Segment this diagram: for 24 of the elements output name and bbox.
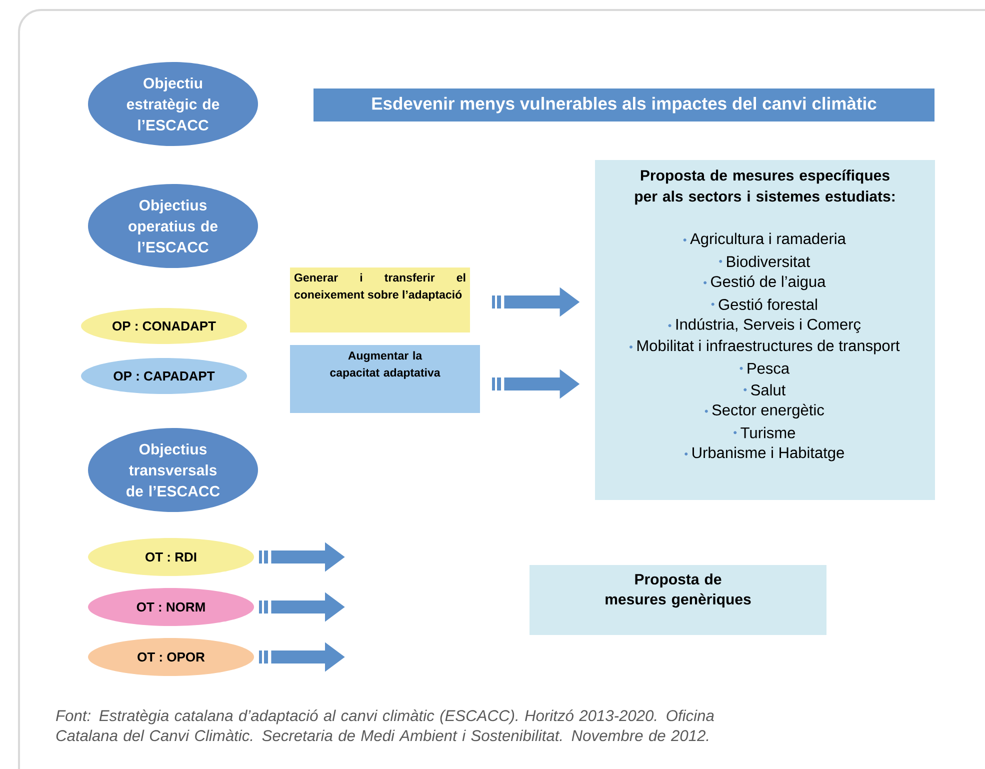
objective-pill: OP : CONADAPT bbox=[81, 308, 247, 344]
list-item: Gestió forestal bbox=[718, 298, 817, 310]
goal-oval: Objectiu estratègic de l’ESCACC bbox=[88, 62, 258, 146]
objective-pill: OT : RDI bbox=[88, 538, 254, 576]
objective-pill: OT : NORM bbox=[88, 588, 254, 626]
action-box: Augmentar la capacitat adaptativa bbox=[290, 345, 480, 413]
objective-pill: OT : OPOR bbox=[88, 638, 254, 676]
objective-pill: OP : CAPADAPT bbox=[81, 358, 247, 394]
measures-box: Proposta de mesures genèriques bbox=[530, 565, 826, 635]
list-item: Pesca bbox=[748, 363, 790, 374]
list-item: Agricultura i ramaderia bbox=[690, 232, 846, 248]
source-note: Font: Estratègia catalana d’adaptació al canvi climàtic (ESCACC). Horitzó 2013-2020. Oficina Catalana del Canvi Climàtic. Secretaria de Medi Ambient i Sostenibilitat. Novembre de 2012. bbox=[56, 710, 714, 742]
list-item: Biodiversitat bbox=[727, 256, 810, 268]
list-item: Gestió de l’aigua bbox=[711, 276, 826, 290]
list-item: Sector energètic bbox=[712, 404, 824, 419]
list-item: Indústria, Serveis i Comerç bbox=[676, 318, 861, 333]
banner-box: Esdevenir menys vulnerables als impactes del canvi climàtic bbox=[314, 88, 934, 122]
list-item: Urbanisme i Habitatge bbox=[692, 446, 844, 462]
list-item: Mobilitat i infraestructures de transport bbox=[637, 340, 900, 354]
action-box: Generar i transferir el coneixement sobre l’adaptació bbox=[290, 268, 470, 332]
goal-oval: Objectius transversals de l’ESCACC bbox=[88, 428, 258, 512]
list-item: Turisme bbox=[740, 426, 796, 438]
goal-oval: Objectius operatius de l’ESCACC bbox=[88, 184, 258, 268]
list-item: Salut bbox=[751, 384, 786, 396]
